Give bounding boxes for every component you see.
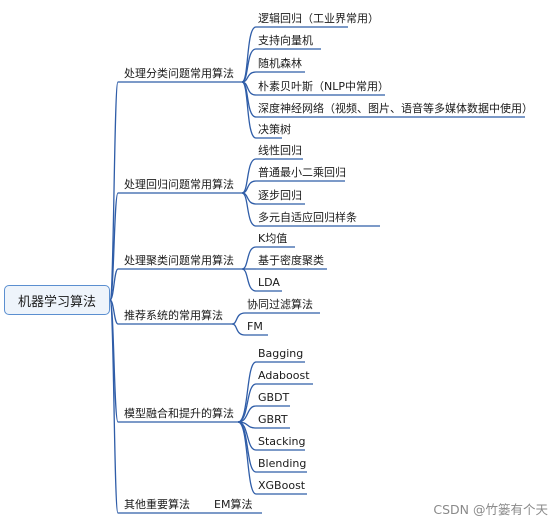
leaf-connector bbox=[231, 323, 246, 336]
leaf-label: 协同过滤算法 bbox=[247, 298, 313, 311]
leaf-label: K均值 bbox=[258, 232, 288, 245]
leaf-label: GBDT bbox=[258, 391, 290, 404]
leaf-label: Stacking bbox=[258, 435, 306, 448]
leaf-label: Bagging bbox=[258, 347, 304, 360]
leaf-label: 随机森林 bbox=[258, 57, 302, 70]
leaf-connector bbox=[237, 421, 257, 473]
root-label: 机器学习算法 bbox=[17, 294, 96, 310]
leaf-label: 朴素贝叶斯（NLP中常用） bbox=[258, 80, 389, 93]
branch-label: 推荐系统的常用算法 bbox=[124, 309, 223, 322]
leaf-connector bbox=[237, 421, 257, 495]
root-connector bbox=[109, 81, 119, 301]
leaf-connector bbox=[241, 246, 257, 270]
leaf-label: FM bbox=[247, 320, 263, 333]
leaf-label: 支持向量机 bbox=[258, 34, 313, 47]
leaf-connector bbox=[241, 81, 257, 139]
leaf-label: GBRT bbox=[258, 413, 288, 426]
branch-label: 处理分类问题常用算法 bbox=[124, 67, 234, 80]
leaf-label: 普通最小二乘回归 bbox=[258, 166, 346, 179]
branch-label: 处理聚类问题常用算法 bbox=[124, 254, 234, 267]
leaf-label: LDA bbox=[258, 276, 280, 289]
leaf-connector bbox=[241, 192, 257, 227]
leaf-label: 深度神经网络（视频、图片、语音等多媒体数据中使用） bbox=[258, 102, 533, 115]
leaf-label: 逐步回归 bbox=[258, 189, 302, 202]
leaf-label: EM算法 bbox=[214, 498, 253, 511]
branch-label: 处理回归问题常用算法 bbox=[124, 178, 234, 191]
leaf-connector bbox=[237, 383, 257, 423]
leaf-connector bbox=[241, 26, 257, 83]
watermark: CSDN @竹篓有个天 bbox=[433, 502, 548, 517]
leaf-label: 多元自适应回归样条 bbox=[258, 211, 357, 224]
leaf-label: 基于密度聚类 bbox=[258, 254, 324, 267]
root-connector bbox=[109, 268, 119, 301]
leaf-connector bbox=[237, 361, 257, 423]
root-node: 机器学习算法 bbox=[4, 285, 110, 315]
leaf-connector bbox=[241, 158, 257, 194]
leaf-label: XGBoost bbox=[258, 479, 306, 492]
leaf-connector bbox=[241, 48, 257, 83]
root-connector bbox=[109, 299, 119, 514]
branch-label: 其他重要算法 bbox=[124, 498, 190, 511]
leaf-connector bbox=[231, 312, 246, 325]
leaf-connector bbox=[241, 268, 257, 292]
leaf-label: Adaboost bbox=[258, 369, 310, 382]
leaf-label: 线性回归 bbox=[258, 144, 302, 157]
leaf-connector bbox=[241, 81, 257, 118]
leaf-label: Blending bbox=[258, 457, 307, 470]
root-connector bbox=[109, 192, 119, 301]
branch-label: 模型融合和提升的算法 bbox=[124, 407, 234, 420]
leaf-label: 逻辑回归（工业界常用） bbox=[258, 12, 379, 25]
leaf-label: 决策树 bbox=[258, 123, 291, 136]
